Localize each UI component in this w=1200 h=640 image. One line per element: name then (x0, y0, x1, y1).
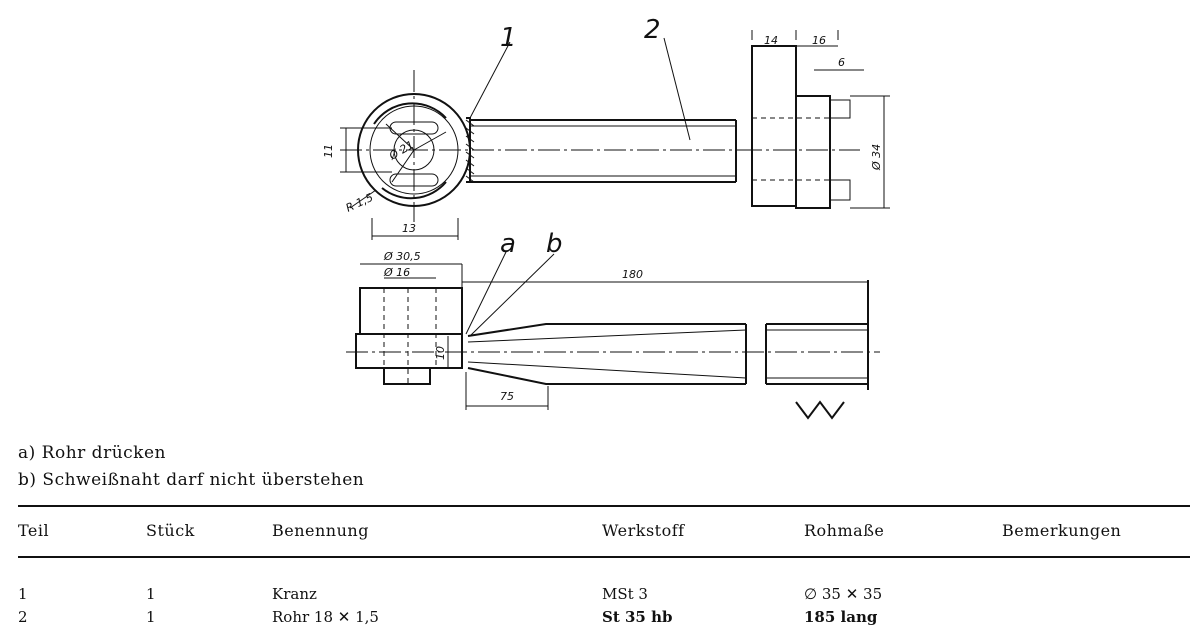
dim-diameter-30-5: Ø 30,5 (383, 250, 421, 263)
dim-6: 6 (838, 56, 845, 69)
dim-180: 180 (622, 268, 643, 281)
cell-teil: 1 (18, 585, 28, 603)
dim-diameter-21: Ø 21 (386, 138, 416, 163)
weld-seam (465, 119, 475, 183)
callout-note-b: b (546, 229, 563, 259)
tube-front-view (467, 280, 869, 390)
leader-note-b (469, 253, 555, 337)
leader-part1 (469, 41, 511, 119)
note-b: b) Schweißnaht darf nicht überstehen (18, 470, 365, 490)
col-header-benennung: Benennung (272, 521, 369, 540)
callout-part2: 2 (644, 15, 661, 45)
cell-stueck: 1 (146, 608, 156, 626)
ring-top-view (340, 70, 740, 222)
note-a: a) Rohr drücken (18, 443, 166, 463)
dim-diameter-16: Ø 16 (383, 266, 410, 279)
cell-benennung: Kranz (272, 585, 317, 603)
dim-13: 13 (402, 222, 416, 235)
cell-werkstoff: MSt 3 (602, 585, 648, 603)
dim-16: 16 (812, 34, 826, 47)
front-dimension-lines (360, 263, 868, 410)
cell-teil: 2 (18, 608, 28, 626)
table-header-rule (18, 556, 1190, 558)
cell-stueck: 1 (146, 585, 156, 603)
dim-radius-1-5: R 1,5 (344, 191, 375, 215)
callout-part1: 1 (500, 23, 517, 53)
leader-part2 (663, 37, 691, 141)
cell-benennung: Rohr 18 ✕ 1,5 (272, 608, 379, 626)
col-header-rohmasse: Rohmaße (804, 521, 885, 540)
callout-note-a: a (500, 229, 516, 259)
ring-dimension-lines (340, 127, 459, 240)
ring-side-view (740, 30, 890, 209)
cell-rohmasse: ∅ 35 ✕ 35 (804, 585, 883, 603)
col-header-teil: Teil (18, 521, 50, 540)
dim-11: 11 (322, 144, 335, 158)
leader-note-a (465, 251, 507, 335)
col-header-bemerkungen: Bemerkungen (1002, 521, 1122, 540)
tube-top-view (470, 119, 737, 183)
cell-werkstoff: St 35 hb (602, 608, 673, 626)
table-top-rule (18, 505, 1190, 507)
dim-75: 75 (500, 390, 514, 403)
notes-block: a) Rohr drücken b) Schweißnaht darf nich… (18, 440, 364, 494)
col-header-werkstoff: Werkstoff (602, 521, 685, 540)
cell-rohmasse: 185 lang (804, 608, 878, 626)
dim-10: 10 (434, 346, 447, 360)
technical-drawing: 1 2 a b 14 16 6 Ø 34 11 Ø 21 13 R 1,5 Ø … (322, 15, 890, 420)
surface-finish-symbol (795, 400, 845, 420)
dim-diameter-34: Ø 34 (870, 144, 883, 171)
dim-14: 14 (764, 34, 778, 47)
col-header-stueck: Stück (146, 521, 195, 540)
